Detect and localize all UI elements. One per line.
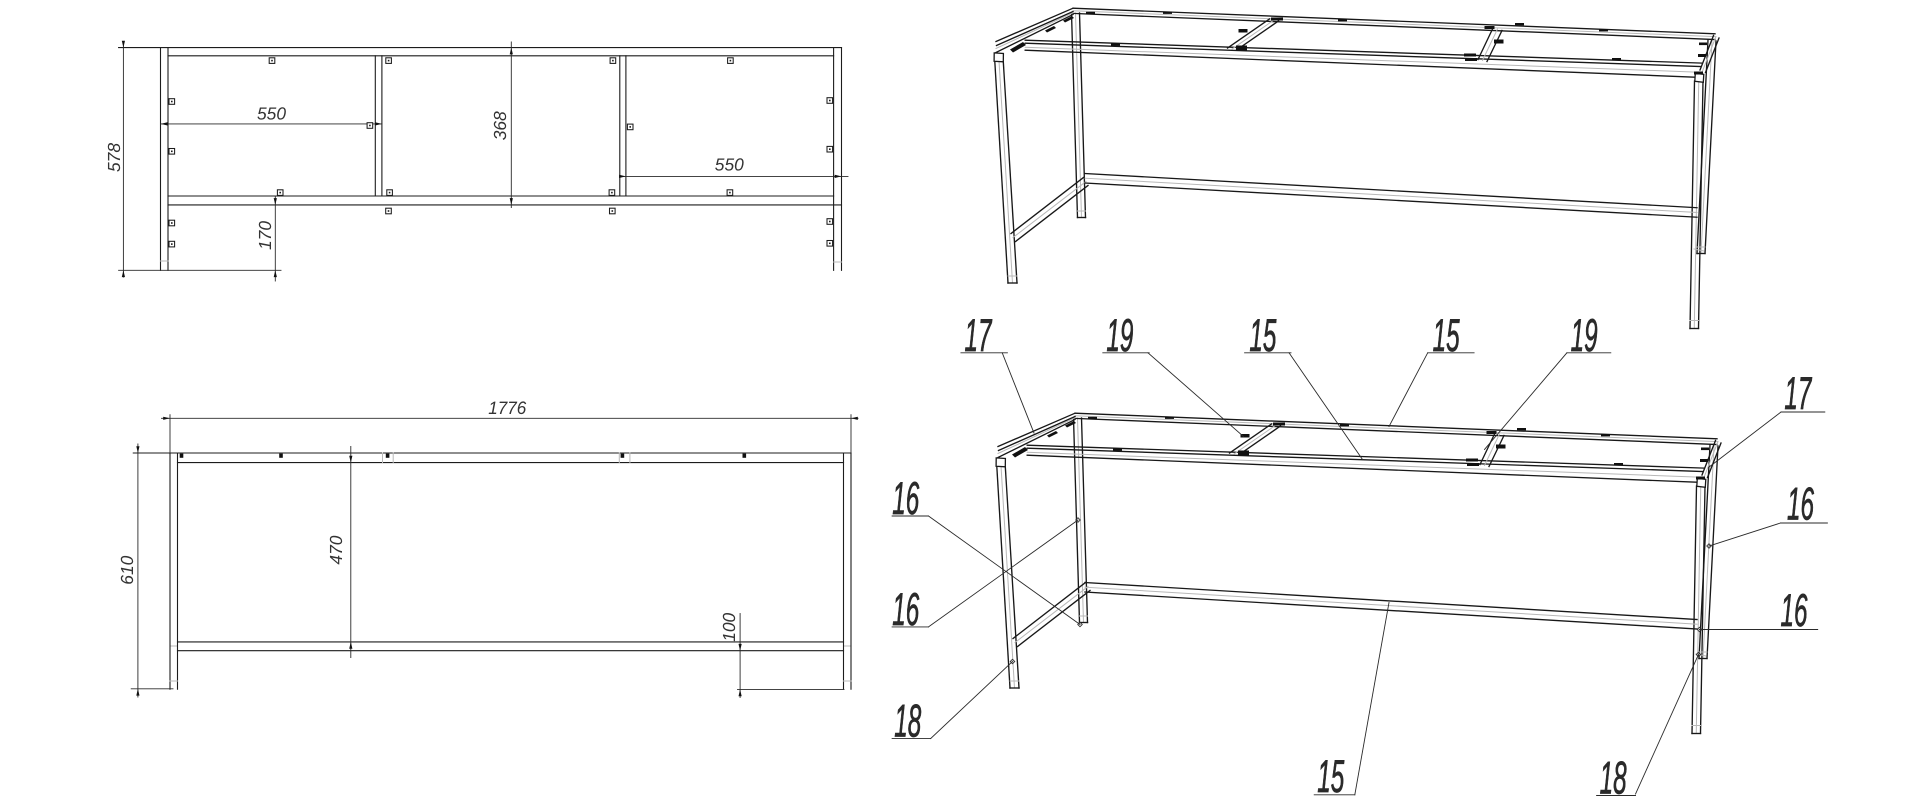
svg-text:578: 578 [104,143,124,172]
svg-text:170: 170 [255,221,275,250]
svg-text:368: 368 [490,111,510,140]
svg-text:470: 470 [326,535,346,564]
svg-text:1776: 1776 [488,398,527,418]
svg-text:610: 610 [117,555,137,584]
svg-text:16: 16 [1781,584,1808,636]
svg-text:100: 100 [719,613,739,642]
svg-text:15: 15 [1317,750,1344,802]
svg-text:550: 550 [257,103,286,123]
svg-text:17: 17 [1784,367,1812,419]
svg-text:550: 550 [715,155,744,175]
svg-text:18: 18 [894,695,921,747]
svg-text:18: 18 [1600,751,1627,803]
svg-text:16: 16 [1787,478,1814,530]
svg-text:16: 16 [892,583,919,635]
